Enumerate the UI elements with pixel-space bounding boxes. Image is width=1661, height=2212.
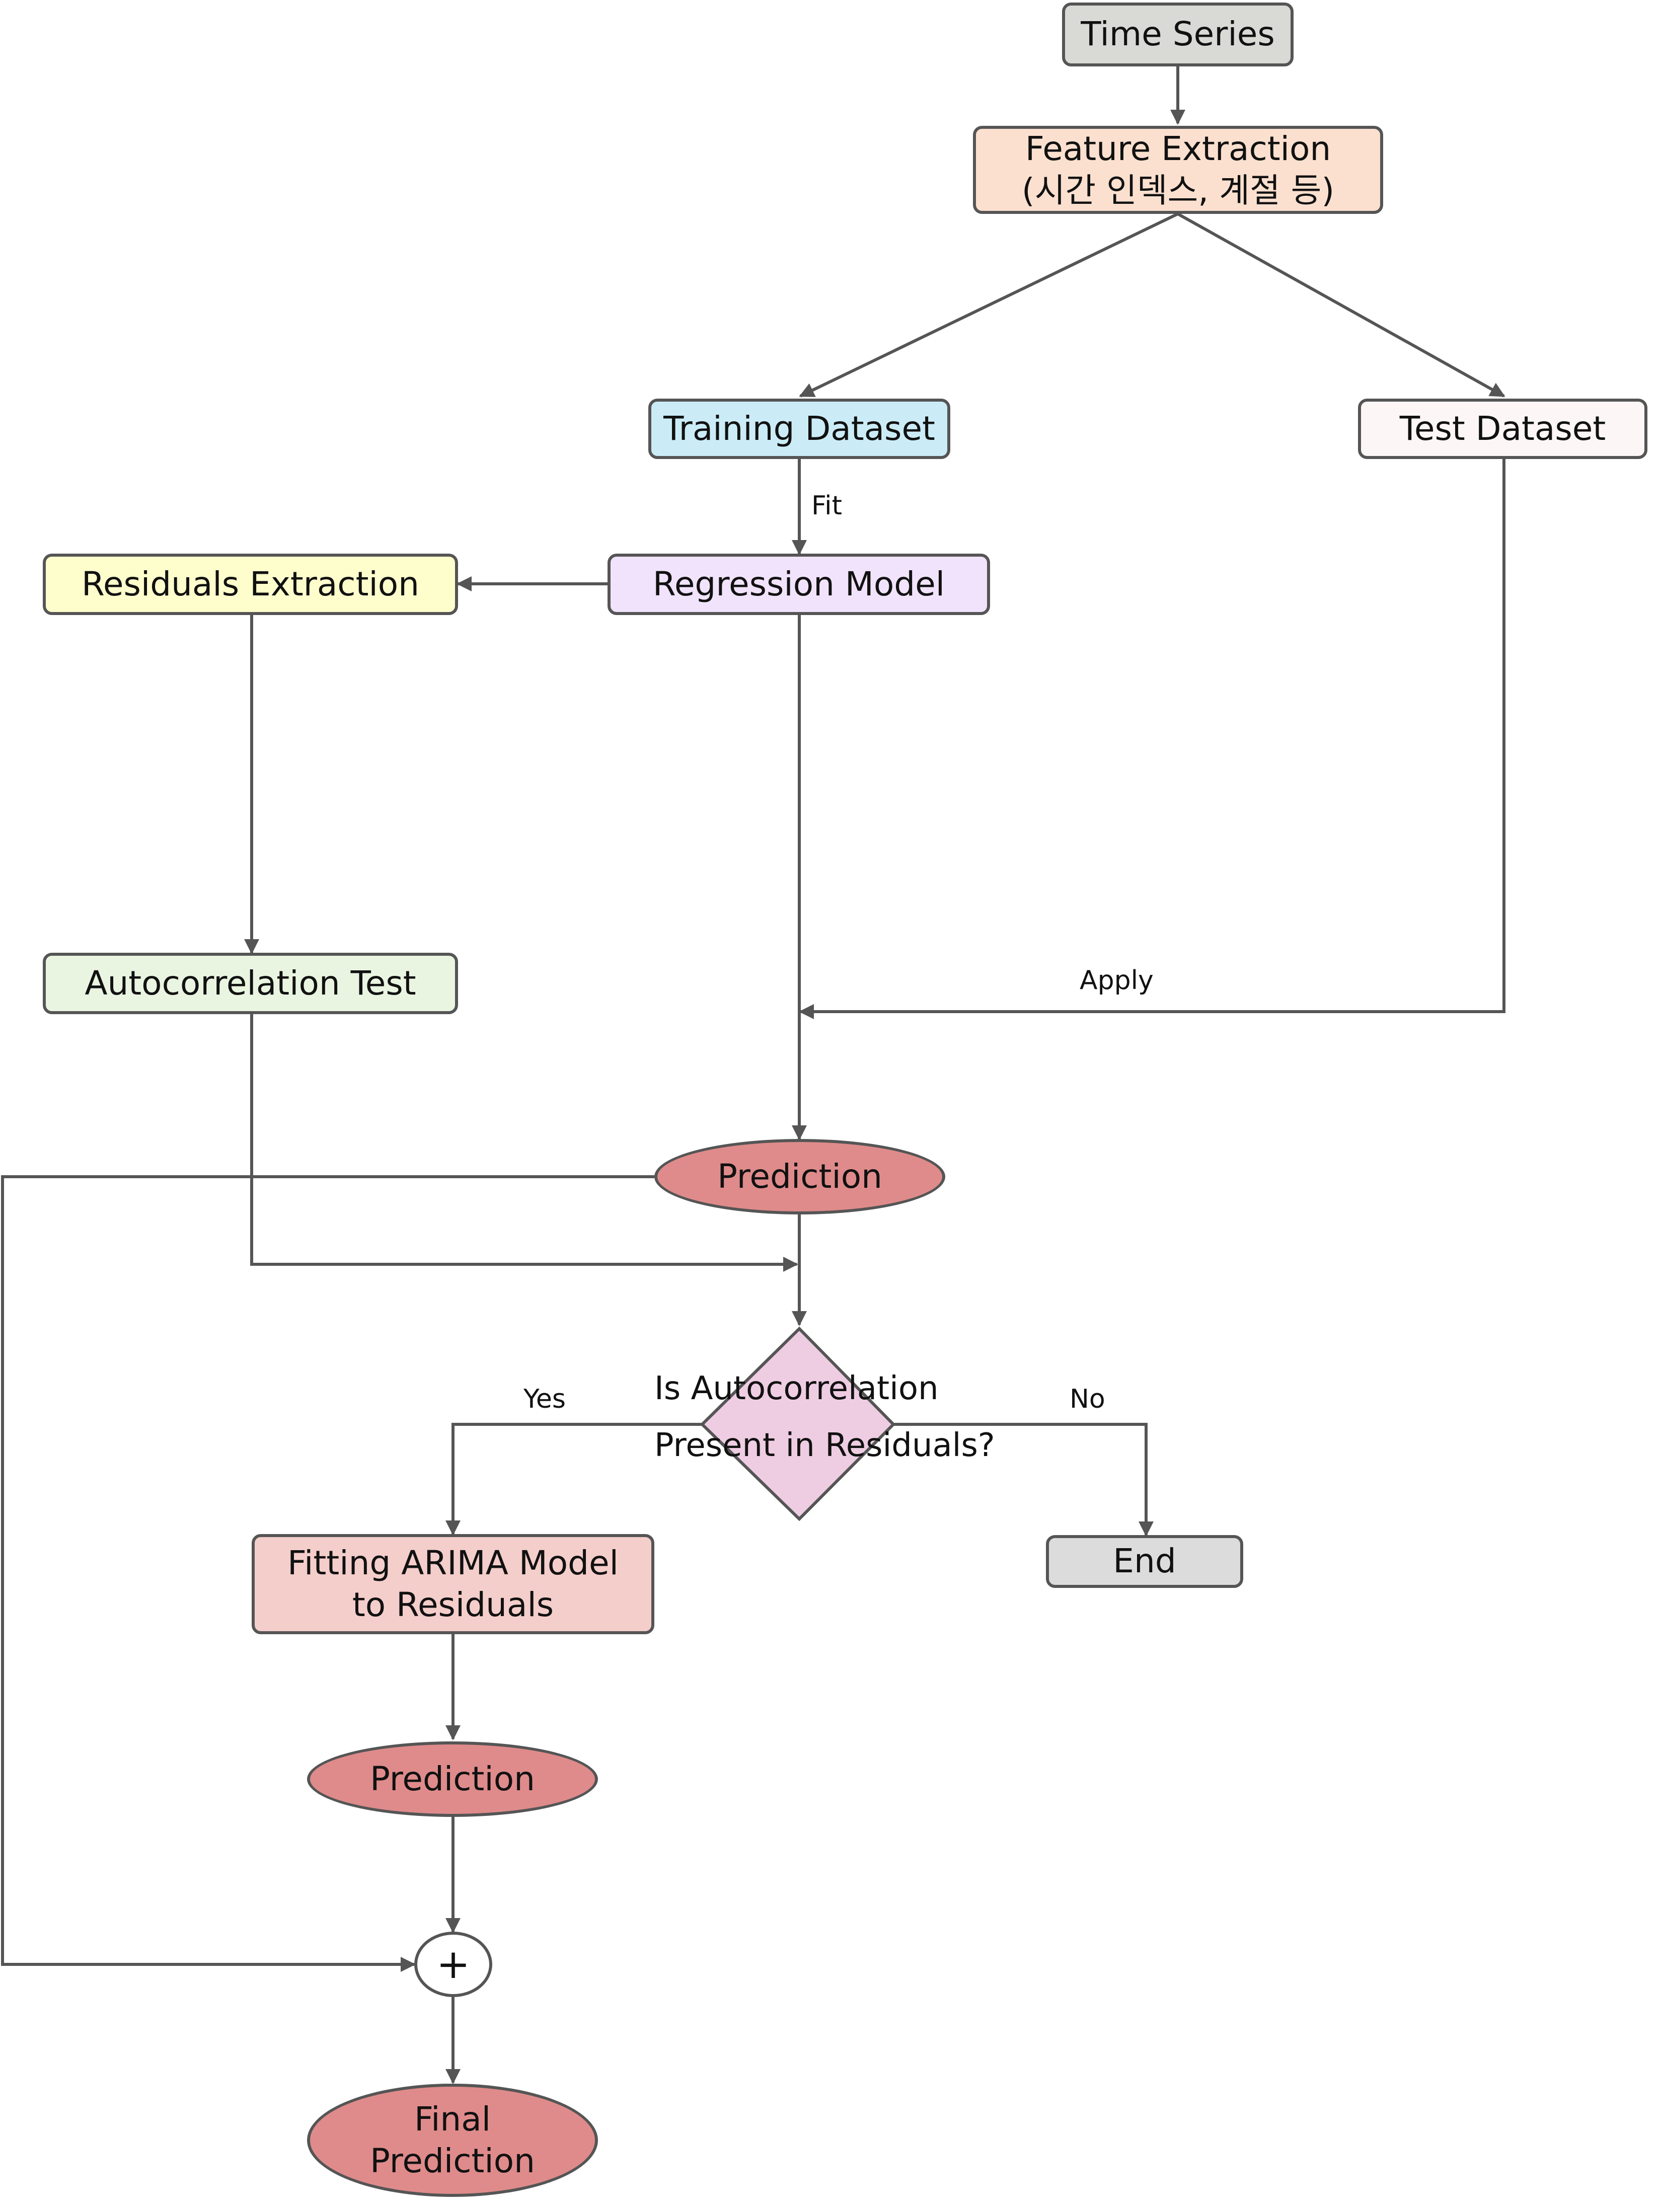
edge-label-yes: Yes — [523, 1384, 566, 1414]
autocorrelation-test-node: Autocorrelation Test — [43, 953, 458, 1014]
regression-model-node: Regression Model — [608, 554, 990, 615]
training-dataset-node: Training Dataset — [648, 399, 950, 459]
edge-decision-yes — [445, 1423, 702, 1536]
sum-node: + — [414, 1932, 492, 1997]
residuals-extraction-node: Residuals Extraction — [43, 554, 458, 615]
edge-label-apply: Apply — [1080, 965, 1154, 996]
feature-extraction-subtitle: (시간 인덱스, 계절 등) — [1021, 171, 1335, 210]
prediction-arima-node: Prediction — [307, 1741, 598, 1817]
residuals-extraction-label: Residuals Extraction — [81, 564, 420, 603]
decision-question-line1: Is Autocorrelation — [654, 1370, 939, 1407]
training-dataset-label: Training Dataset — [663, 409, 935, 448]
autocorrelation-test-label: Autocorrelation Test — [85, 963, 416, 1003]
end-label: End — [1113, 1542, 1176, 1581]
edge-feature-to-test — [1177, 212, 1505, 398]
decision-diamond — [700, 1326, 896, 1521]
edge-decision-no — [893, 1423, 1154, 1537]
prediction-arima-label: Prediction — [370, 1759, 535, 1798]
edge-test-to-regression-line — [799, 459, 1505, 1019]
fitting-arima-line2: to Residuals — [352, 1585, 554, 1624]
final-prediction-line2: Prediction — [370, 2141, 535, 2180]
edge-autocorr-to-decision — [250, 1014, 798, 1272]
end-node: End — [1046, 1535, 1243, 1588]
sum-symbol: + — [436, 1941, 471, 1988]
feature-extraction-title: Feature Extraction — [1025, 129, 1331, 168]
fitting-arima-line1: Fitting ARIMA Model — [287, 1544, 619, 1582]
time-series-node: Time Series — [1062, 3, 1294, 66]
decision-question-line2: Present in Residuals? — [654, 1427, 995, 1464]
test-dataset-node: Test Dataset — [1358, 399, 1647, 459]
prediction-label: Prediction — [717, 1157, 882, 1196]
final-prediction-line1: Final — [414, 2100, 491, 2139]
edge-prediction-main-to-sum — [1, 1175, 654, 1972]
edge-feature-to-training — [799, 212, 1179, 398]
fitting-arima-node: Fitting ARIMA Model to Residuals — [252, 1534, 654, 1634]
regression-model-label: Regression Model — [652, 564, 945, 603]
time-series-label: Time Series — [1081, 15, 1275, 54]
test-dataset-label: Test Dataset — [1399, 409, 1606, 448]
edge-label-fit: Fit — [811, 491, 842, 521]
final-prediction-node: Final Prediction — [307, 2084, 598, 2197]
prediction-node: Prediction — [654, 1139, 945, 1214]
feature-extraction-node: Feature Extraction (시간 인덱스, 계절 등) — [973, 126, 1383, 214]
edge-label-no: No — [1070, 1384, 1105, 1414]
